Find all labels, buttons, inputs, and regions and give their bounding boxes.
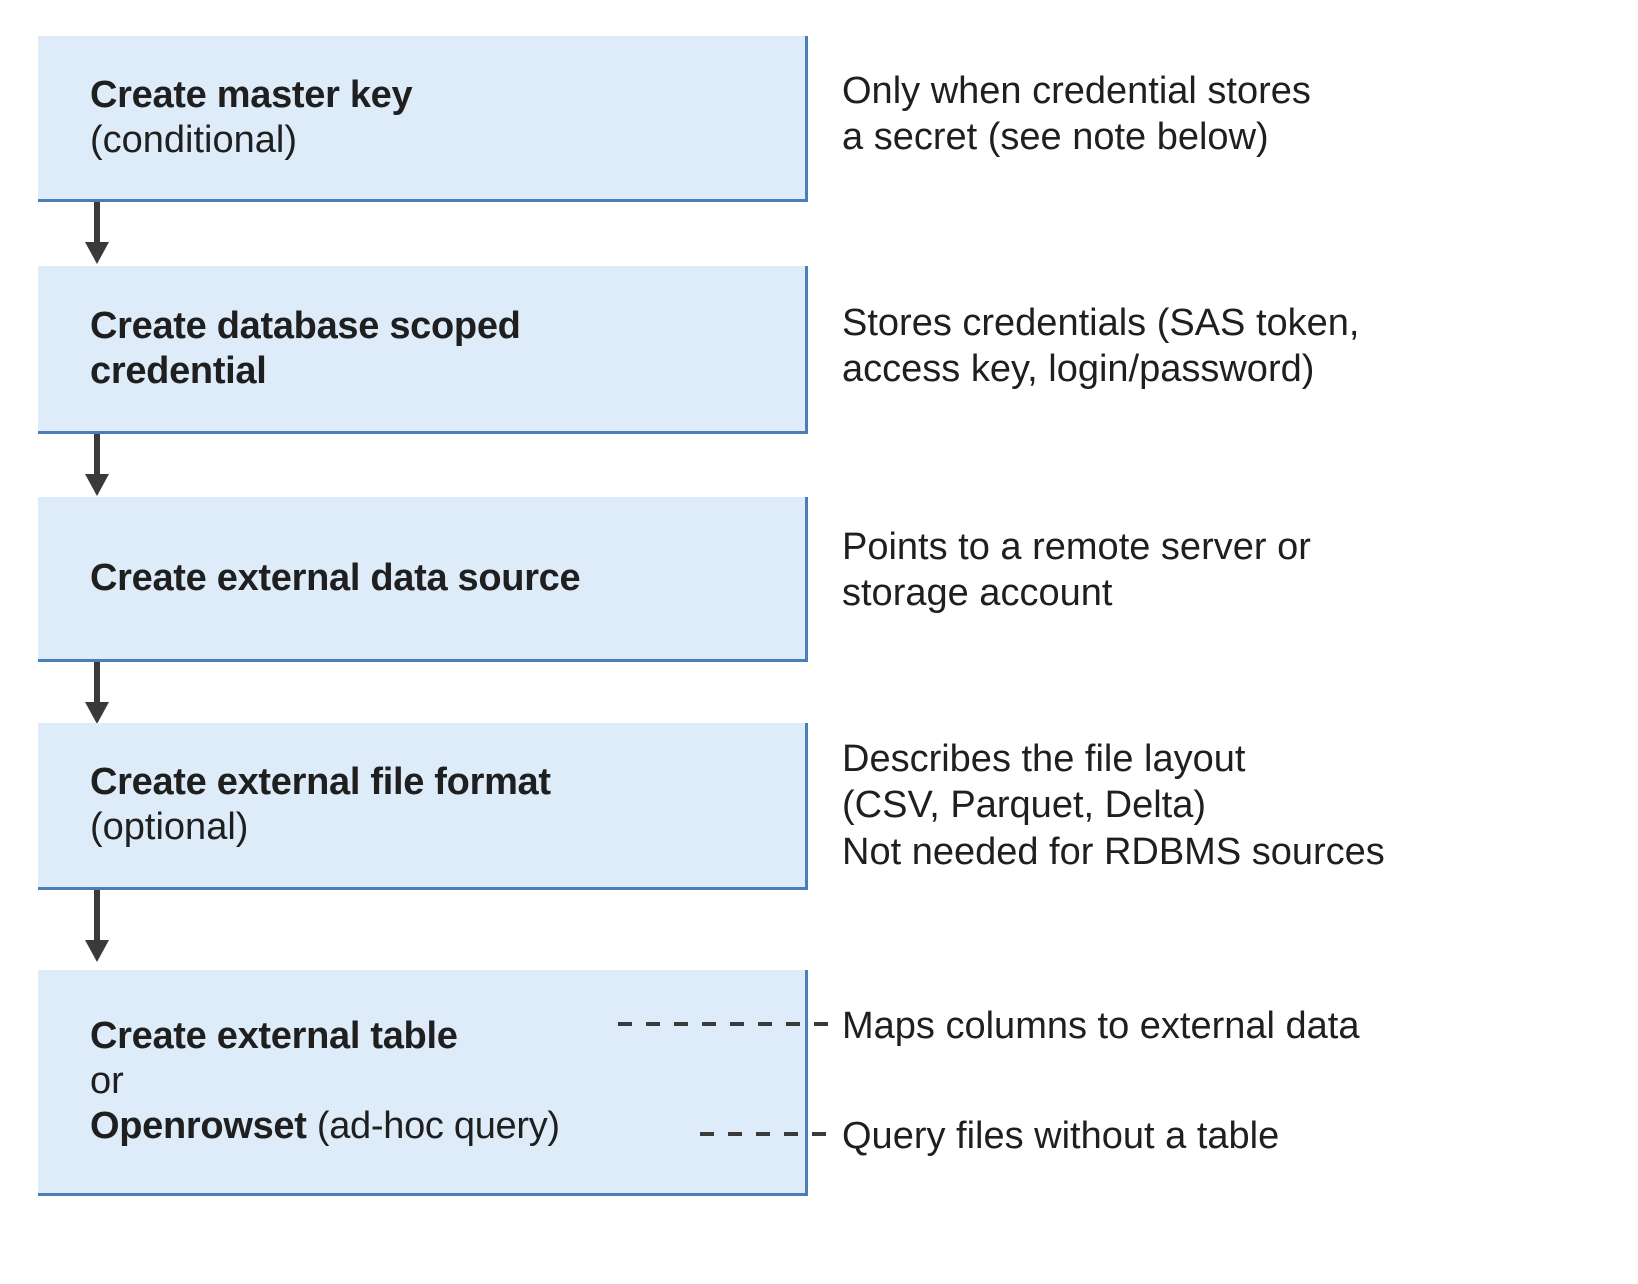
- node-title-openrowset-line: Openrowset (ad-hoc query): [90, 1104, 805, 1149]
- annotation-data-source: Points to a remote server or storage acc…: [842, 526, 1311, 615]
- annotation-file-format: Describes the file layout (CSV, Parquet,…: [842, 738, 1385, 873]
- annotation-external-table: Maps columns to external data: [842, 1005, 1360, 1047]
- flow-node-data-source[interactable]: Create external data source: [38, 497, 808, 662]
- arrow-down-icon-3: [80, 662, 114, 726]
- flow-node-master-key[interactable]: Create master key (conditional): [38, 36, 808, 202]
- flow-node-external-table[interactable]: Create external table or Openrowset (ad-…: [38, 970, 808, 1196]
- node-title-external-table: Create external table: [90, 1015, 458, 1058]
- annotation-master-key: Only when credential stores a secret (se…: [842, 70, 1311, 159]
- dashed-connector-external-table: [618, 1022, 840, 1026]
- arrow-down-icon-1: [80, 202, 114, 266]
- node-subtitle-file-format: (optional): [90, 806, 249, 848]
- node-content: Create external data source: [38, 556, 805, 601]
- annotation-scoped-credential: Stores credentials (SAS token, access ke…: [842, 302, 1360, 391]
- dashed-connector-openrowset: [700, 1132, 840, 1136]
- node-content: Create external table or Openrowset (ad-…: [38, 1014, 805, 1148]
- node-title-openrowset: Openrowset: [90, 1104, 307, 1147]
- arrow-down-icon-4: [80, 890, 114, 964]
- node-subtitle-master-key: (conditional): [90, 118, 297, 161]
- node-title-master-key: Create master key: [90, 73, 413, 116]
- node-openrowset-suffix: (ad-hoc query): [306, 1104, 560, 1147]
- flow-node-scoped-credential[interactable]: Create database scoped credential: [38, 266, 808, 434]
- node-content: Create external file format (optional): [38, 760, 805, 850]
- node-or-label: or: [90, 1060, 124, 1103]
- flow-node-file-format[interactable]: Create external file format (optional): [38, 723, 808, 890]
- arrow-down-icon-2: [80, 434, 114, 498]
- node-title-scoped-credential: Create database scoped credential: [90, 304, 521, 392]
- node-title-data-source: Create external data source: [90, 556, 581, 599]
- node-content: Create master key (conditional): [38, 73, 805, 163]
- node-title-file-format: Create external file format: [90, 761, 551, 804]
- node-content: Create database scoped credential: [38, 304, 805, 394]
- annotation-openrowset: Query files without a table: [842, 1115, 1280, 1157]
